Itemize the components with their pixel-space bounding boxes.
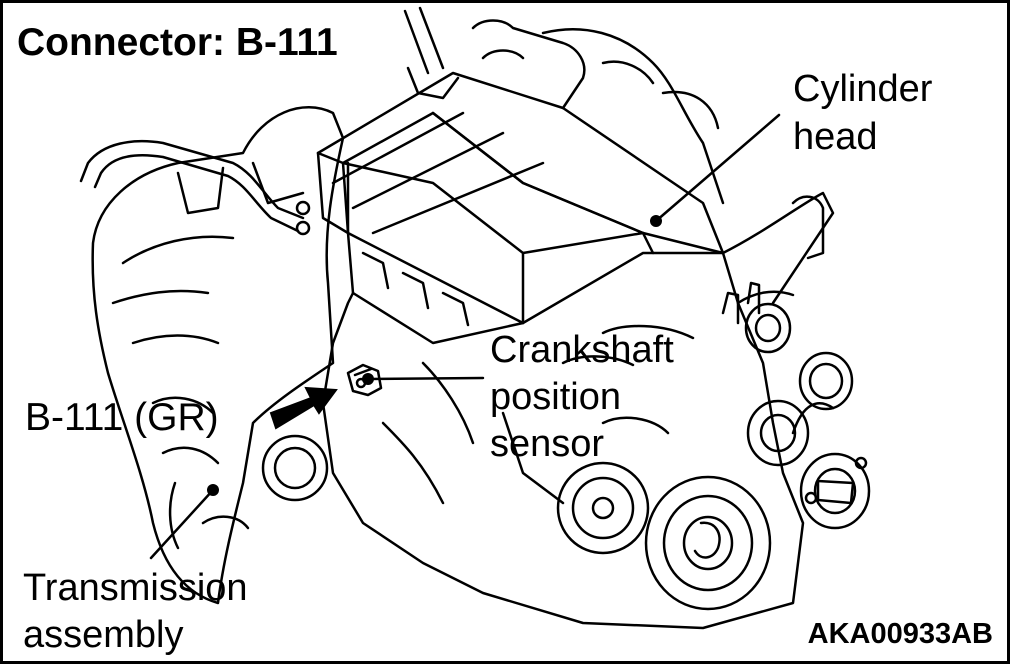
- diagram-title: Connector: B-111: [17, 21, 338, 64]
- cylinder-head-block: [316, 19, 725, 345]
- leader-dot-cylinder-head: [650, 215, 662, 227]
- leader-dot-crankshaft-sensor: [362, 373, 374, 385]
- leader-transmission: [149, 488, 215, 560]
- connector-arrow-icon: [269, 386, 338, 430]
- leader-cylinder-head: [654, 113, 781, 223]
- figure-code: AKA00933AB: [807, 618, 993, 650]
- label-connector: B-111 (GR): [25, 396, 219, 439]
- rod: [418, 6, 445, 70]
- pulleys: [556, 302, 871, 611]
- leader-crankshaft-sensor: [366, 376, 485, 381]
- coolant-pipe: [79, 139, 311, 236]
- transmission-housing: [91, 106, 345, 605]
- engine-illustration: [79, 6, 871, 630]
- label-cylinder-head: Cylinder head: [793, 68, 933, 158]
- label-transmission: Transmission assembly: [23, 567, 248, 656]
- label-crankshaft-sensor: Crankshaft position sensor: [490, 329, 674, 465]
- rod: [403, 9, 430, 75]
- leader-dot-transmission: [207, 484, 219, 496]
